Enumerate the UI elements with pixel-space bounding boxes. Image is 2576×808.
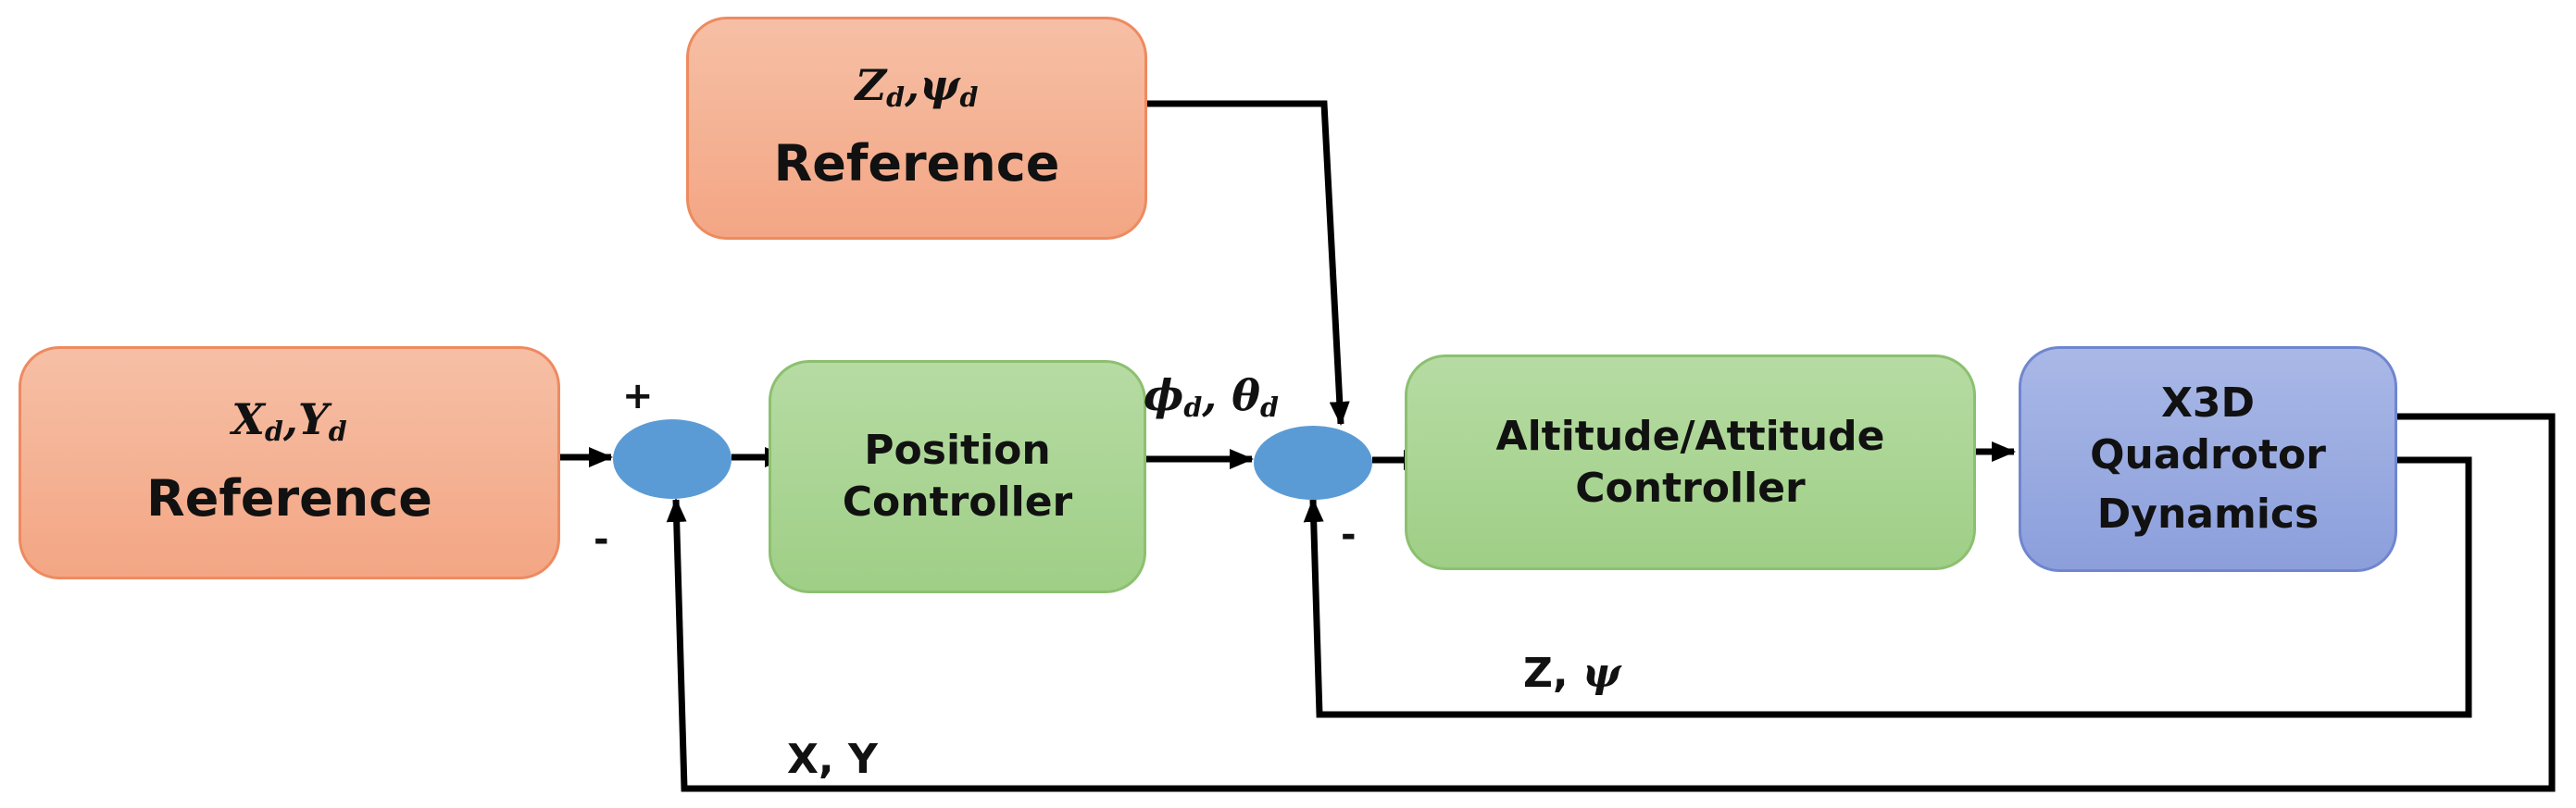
xy-reference-title: Reference (146, 468, 432, 528)
quadrotor-dynamics-block: X3D Quadrotor Dynamics (2019, 346, 2397, 572)
xy-reference-block: Xd,Yd Reference (19, 346, 560, 579)
plant-line1: X3D (2160, 379, 2256, 427)
xy-reference-symbol: Xd,Yd (231, 394, 347, 448)
summing-junction-inner (1254, 426, 1372, 500)
xy-feedback-label: X, Y (787, 736, 878, 783)
plant-line2: Quadrotor (2090, 431, 2326, 479)
position-controller-block: Position Controller (769, 360, 1146, 593)
zpsi-reference-symbol: Zd,ψd (855, 59, 979, 114)
attitude-controller-line1: Altitude/Attitude (1495, 412, 1885, 460)
position-controller-line2: Controller (842, 479, 1073, 526)
wire-zref-to-sum2 (1146, 100, 1350, 426)
zpsi-reference-block: Zd,ψd Reference (686, 17, 1147, 240)
position-controller-line1: Position (864, 427, 1051, 474)
inner-junction-minus-sign: - (1341, 514, 1357, 556)
outer-junction-plus-sign: + (622, 375, 654, 417)
summing-junction-outer (613, 419, 732, 499)
attitude-controller-block: Altitude/Attitude Controller (1405, 354, 1976, 570)
outer-junction-minus-sign: - (594, 518, 609, 561)
z-psi-feedback-label: Z, ψ (1523, 650, 1621, 697)
plant-line3: Dynamics (2096, 491, 2320, 538)
zpsi-reference-title: Reference (773, 134, 1060, 193)
attitude-controller-line2: Controller (1575, 464, 1806, 512)
wire-xy-feedback (666, 413, 2556, 792)
psi-symbol: ψ (1582, 650, 1621, 697)
wire-zpsi-feedback (1303, 456, 2472, 718)
angle-reference-label: ϕd, θd (1144, 370, 1279, 424)
